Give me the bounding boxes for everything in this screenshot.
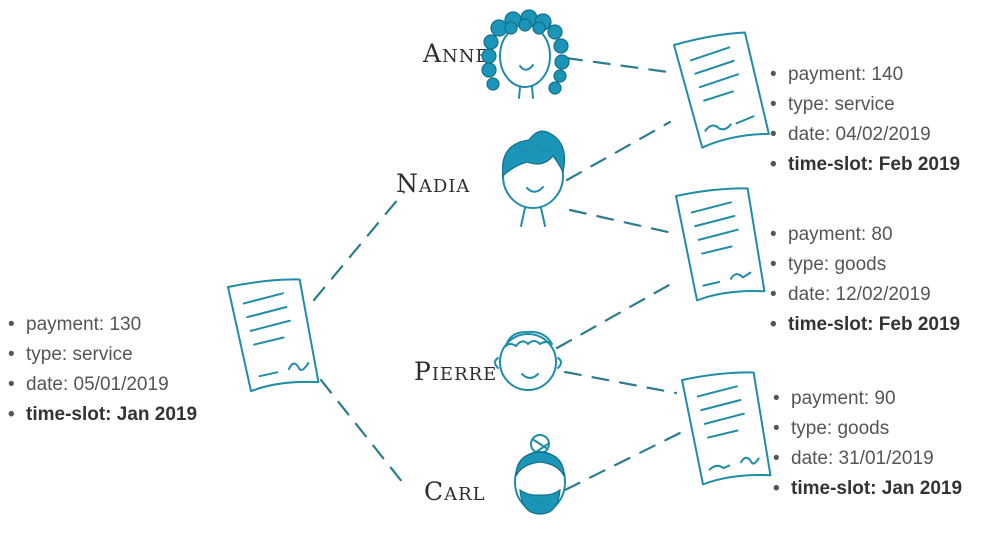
date-item: date: 05/01/2019 <box>8 370 197 400</box>
transaction-details-left: payment: 130 type: service date: 05/01/2… <box>8 310 197 430</box>
document-icon <box>682 370 771 486</box>
time-slot-item: time-slot: Feb 2019 <box>770 150 960 180</box>
nadia-avatar-icon <box>503 131 565 226</box>
connectors <box>314 58 690 490</box>
transaction-details-nadia-pierre: payment: 80 type: goods date: 12/02/2019… <box>770 220 960 340</box>
connector-anne-doc1 <box>566 58 668 72</box>
anne-avatar-icon <box>482 10 569 98</box>
date-item: date: 31/01/2019 <box>773 444 962 474</box>
payment-item: payment: 90 <box>773 384 962 414</box>
pierre-avatar-icon <box>495 332 561 390</box>
connector-nadia-doc1 <box>567 122 670 180</box>
date-item: date: 04/02/2019 <box>770 120 960 150</box>
person-name-nadia: Nadia <box>396 169 470 198</box>
type-item: type: service <box>770 90 960 120</box>
connector-pierre-doc3 <box>565 372 676 393</box>
connector-carl-doc3 <box>565 428 690 490</box>
type-item: type: service <box>8 340 197 370</box>
payment-item: payment: 140 <box>770 60 960 90</box>
person-name-carl: Carl <box>424 477 486 506</box>
connector-leftdoc-nadia <box>314 192 404 300</box>
time-slot-item: time-slot: Feb 2019 <box>770 310 960 340</box>
document-icon <box>674 29 770 149</box>
time-slot-item: time-slot: Jan 2019 <box>773 474 962 504</box>
date-item: date: 12/02/2019 <box>770 280 960 310</box>
connector-nadia-doc2 <box>570 210 668 232</box>
carl-avatar-icon <box>515 435 565 514</box>
document-icon <box>676 186 765 302</box>
person-name-anne: Anne <box>422 39 490 68</box>
connector-leftdoc-carl <box>321 380 407 488</box>
transaction-details-pierre-carl: payment: 90 type: goods date: 31/01/2019… <box>773 384 962 504</box>
payment-item: payment: 80 <box>770 220 960 250</box>
document-icon <box>228 277 319 393</box>
connector-pierre-doc2 <box>557 280 678 348</box>
type-item: type: goods <box>770 250 960 280</box>
payment-item: payment: 130 <box>8 310 197 340</box>
transaction-details-anne-nadia: payment: 140 type: service date: 04/02/2… <box>770 60 960 180</box>
type-item: type: goods <box>773 414 962 444</box>
time-slot-item: time-slot: Jan 2019 <box>8 400 197 430</box>
person-name-pierre: Pierre <box>414 357 497 386</box>
